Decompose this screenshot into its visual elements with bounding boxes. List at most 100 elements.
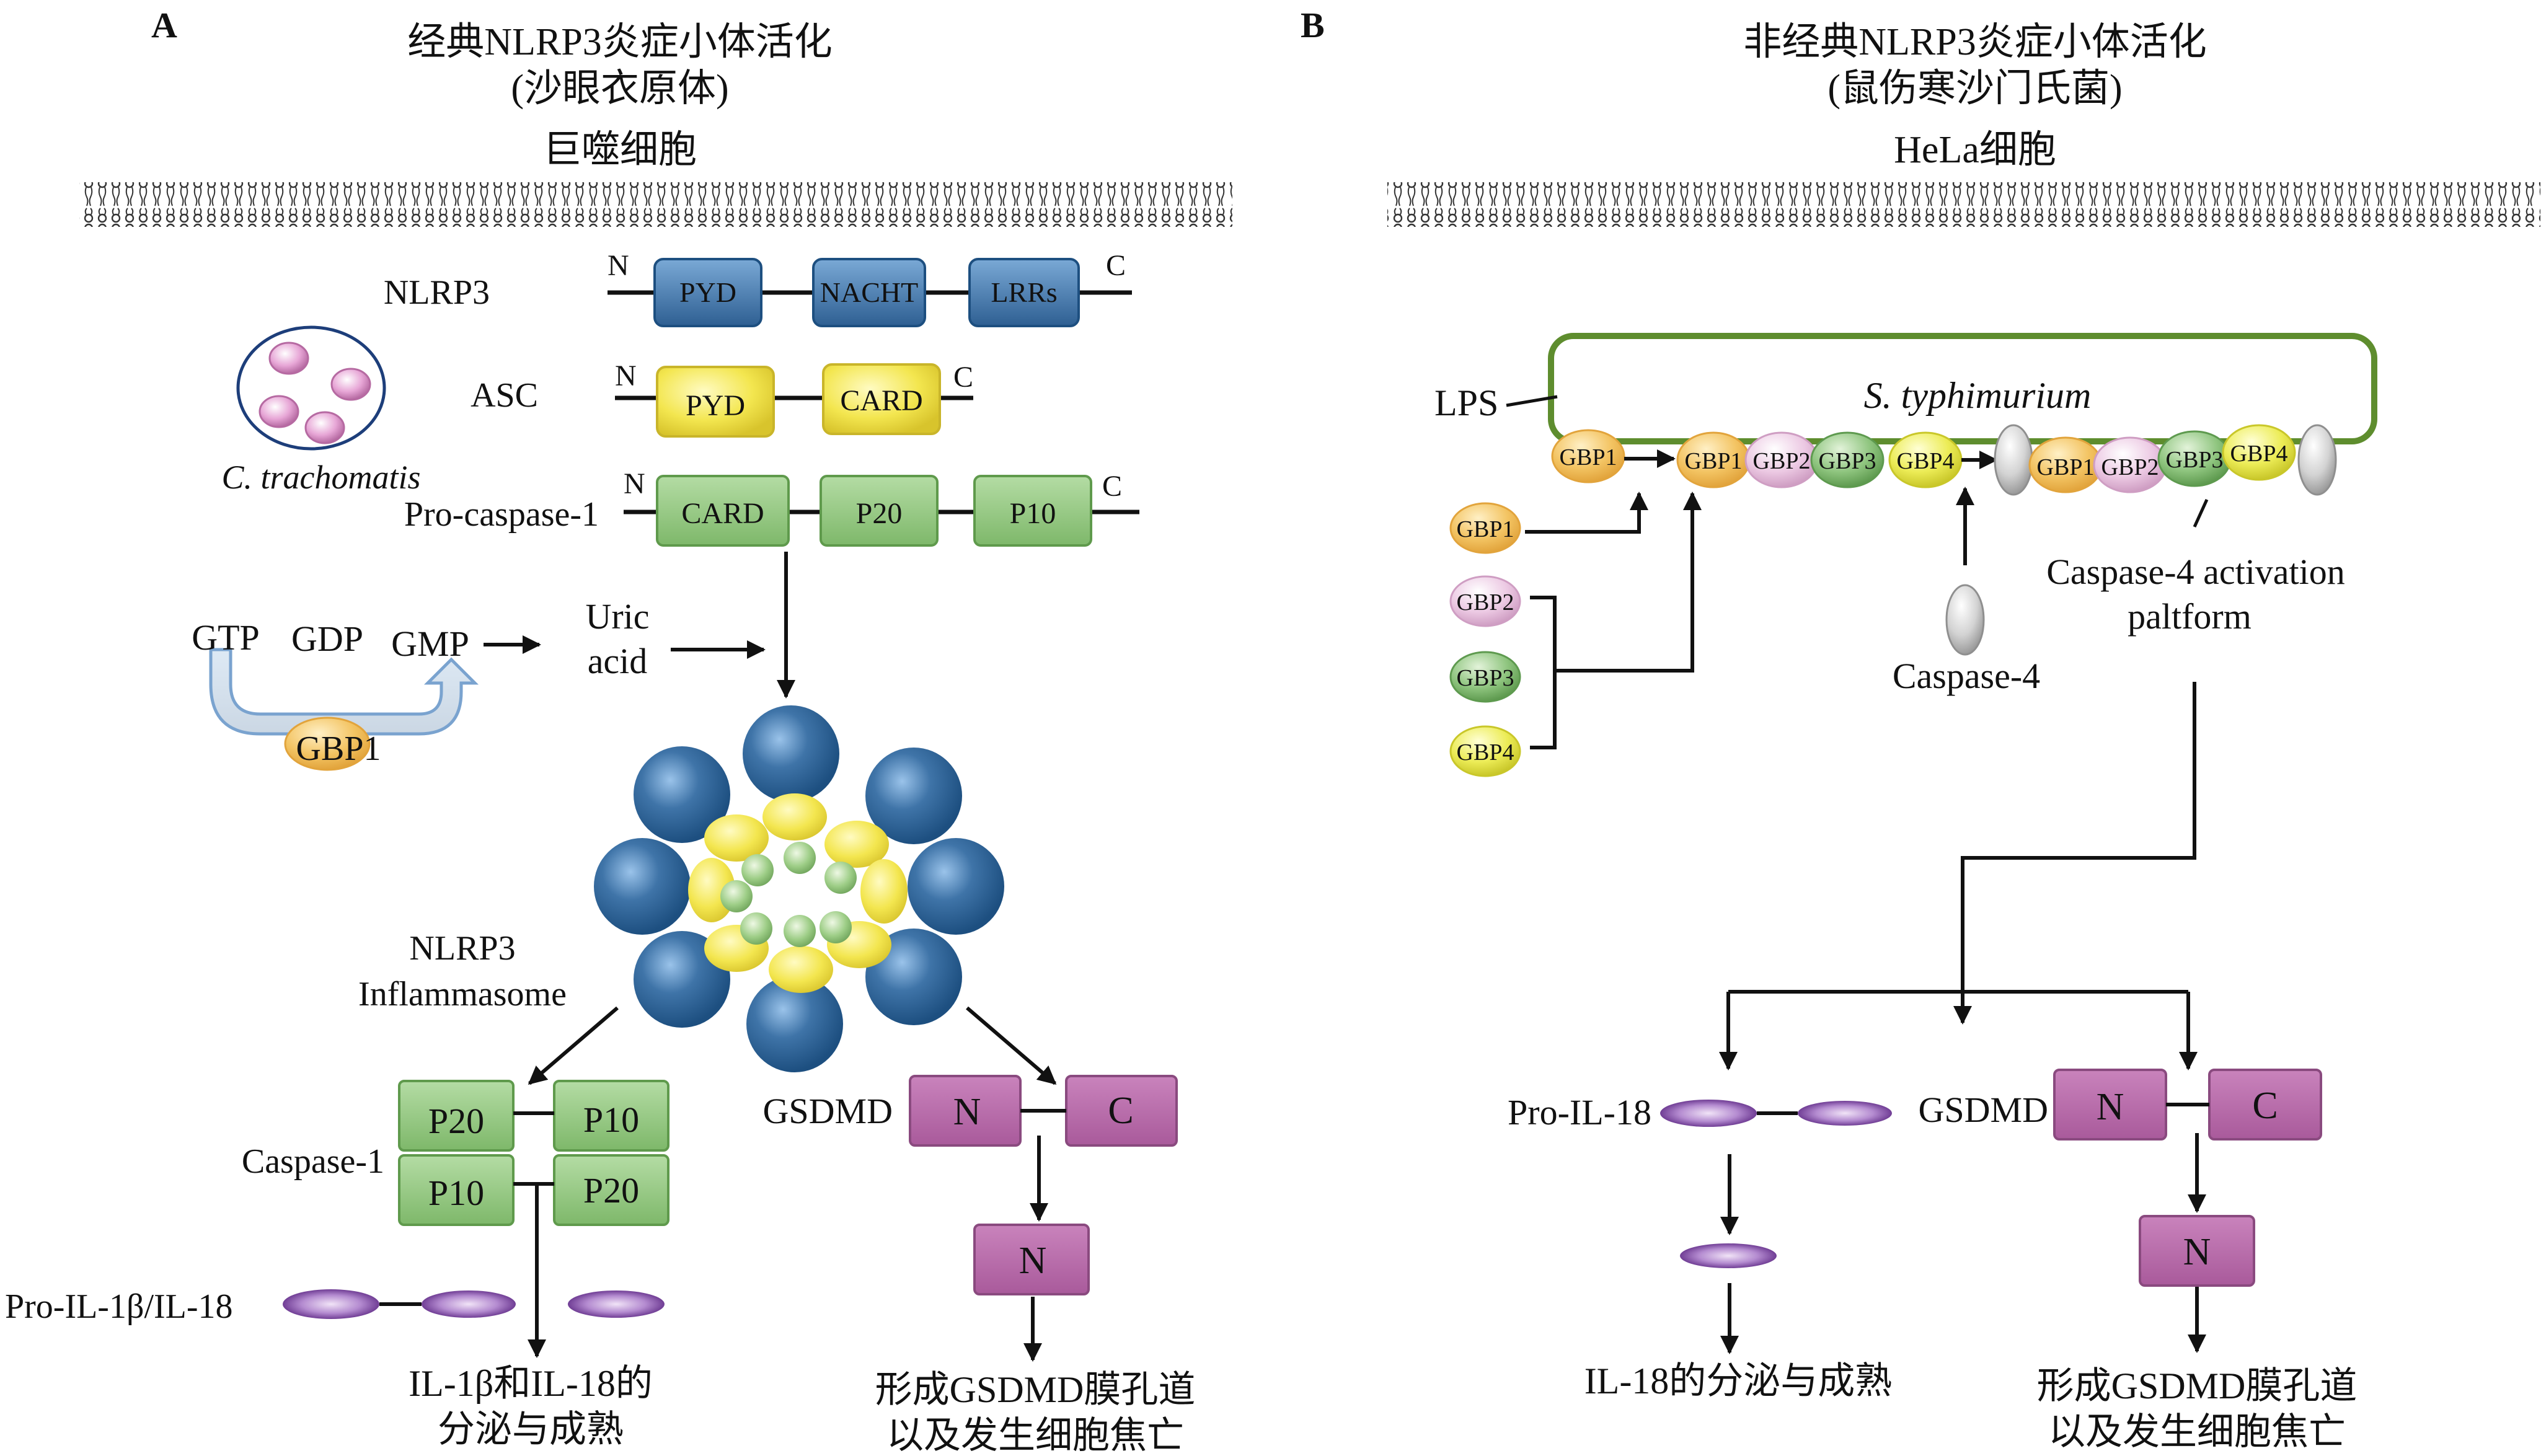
panel-b-title: 非经典NLRP3炎症小体活化 (1743, 21, 2206, 63)
panel-a-title: 经典NLRP3炎症小体活化 (407, 21, 832, 63)
pyroptosis-outcome-a-1: 形成GSDMD膜孔道 (875, 1369, 1196, 1410)
gsdmd-n-fragment-b (2139, 1215, 2255, 1287)
salmonella-bacterium (1548, 333, 2377, 444)
uric-acid-label-2: acid (588, 641, 648, 681)
inflammasome-label-1: NLRP3 (409, 929, 515, 968)
gbp2-coat-label: GBP2 (1753, 448, 1811, 474)
caspase-4-bound-2 (2297, 424, 2337, 496)
gbp4-free (1449, 725, 1521, 777)
nlrp3-subunit (865, 929, 962, 1025)
chlamydia-inclusion: C. trachomatis (221, 325, 421, 496)
bacterium-label: S. typhimurium (1864, 375, 2092, 416)
pro-caspase-1-card-label: CARD (681, 497, 764, 530)
nlrp3-subunit (594, 838, 691, 935)
pro-caspase-1-p20-label: P20 (856, 497, 903, 530)
il-18-outcome: IL-18的分泌与成熟 (1584, 1361, 1893, 1401)
caspase-subunit (741, 854, 774, 886)
caspase-subunit (720, 880, 753, 912)
caspase-subunit (820, 911, 852, 943)
pyroptosis-outcome-b-1: 形成GSDMD膜孔道 (2037, 1366, 2358, 1406)
gsdmd-n-fragment-a (973, 1224, 1090, 1295)
gbp3-free-label: GBP3 (1457, 665, 1514, 691)
nlrp3-lrrs-label: LRRs (991, 276, 1057, 308)
caspase-subunit (784, 915, 816, 947)
nlrp3-subunit (743, 705, 839, 802)
panel-a: A 经典NLRP3炎症小体活化 (沙眼衣原体) 巨噬细胞 NLRP3 N C P… (5, 5, 1232, 1456)
pro-caspase-1-p10-label: P10 (1010, 497, 1056, 530)
caspase-subunit (784, 842, 816, 874)
nlrp3-subunit (908, 838, 1004, 935)
lps-pointer (1506, 395, 1558, 407)
gbp3-free (1449, 651, 1521, 703)
gsdmd-n-label-b: N (2097, 1086, 2124, 1128)
gbp1-bound (1551, 429, 1625, 483)
caspase-1-label: Caspase-1 (242, 1142, 384, 1181)
nlrp3-protein: NLRP3 N C PYD NACHT LRRs (384, 249, 1132, 327)
asc-label: ASC (471, 376, 538, 415)
pro-caspase-1-n-terminus: N (624, 467, 645, 500)
gsdmd-c-label-b: C (2252, 1085, 2278, 1127)
nlrp3-pyd-domain (653, 258, 762, 327)
asc-n-terminus: N (615, 360, 637, 392)
asc-pyd-domain (656, 366, 775, 438)
asc-pyd-label: PYD (686, 389, 745, 422)
caspase-1-p10-top-label: P10 (583, 1100, 639, 1140)
caspase-1-p20-top-label: P20 (428, 1101, 484, 1141)
asc-card-label: CARD (840, 384, 922, 417)
gdp-label: GDP (291, 619, 363, 659)
mature-il-18 (1680, 1243, 1777, 1268)
gbp1-enzyme-label: GBP1 (296, 730, 381, 768)
gbp1-free (1449, 502, 1521, 554)
gbp1-free-label: GBP1 (1457, 516, 1514, 542)
gbp1-coat-2-label: GBP1 (2037, 454, 2095, 480)
caspase-1-p20-top (398, 1080, 515, 1152)
asc-protein: ASC N C PYD CARD (471, 360, 973, 438)
inflammasome-to-caspase1-arrow (528, 1006, 619, 1085)
pro-il-18-label: Pro-IL-18 (1508, 1092, 1651, 1132)
pro-caspase-1-p10-domain (973, 475, 1092, 547)
caspase-4-label: Caspase-4 (1893, 656, 2040, 696)
panel-a-cell-type: 巨噬细胞 (543, 129, 697, 171)
gsdmd-label-b: GSDMD (1919, 1090, 2049, 1130)
pro-caspase-1-p20-domain (820, 475, 939, 547)
chlamydia-body (259, 395, 299, 428)
caspase-1-p20-bottom-label: P20 (583, 1170, 639, 1211)
lps-label: LPS (1434, 382, 1498, 423)
panel-b-subtitle: (鼠伤寒沙门氏菌) (1827, 68, 2122, 110)
pro-caspase-1-c-terminus: C (1102, 470, 1122, 503)
panel-a-subtitle: (沙眼衣原体) (511, 68, 728, 110)
gbp4-free-label: GBP4 (1457, 739, 1514, 766)
gsdmd-c-label-a: C (1108, 1090, 1133, 1132)
platform-label-1: Caspase-4 activation (2046, 552, 2345, 592)
pathogen-label: C. trachomatis (221, 459, 420, 496)
panel-b: B 非经典NLRP3炎症小体活化 (鼠伤寒沙门氏菌) HeLa细胞 S. typ… (1301, 5, 2540, 1452)
nlrp3-subunit (634, 746, 730, 843)
asc-subunit (688, 858, 735, 922)
caspase-1-tetramer: Caspase-1 P20 P10 P10 P20 (242, 1080, 669, 1226)
platform-pointer (2193, 498, 2209, 528)
asc-subunit (769, 946, 833, 993)
asc-c-terminus: C (953, 361, 973, 394)
gsdmd-n-fragment-label-b: N (2183, 1231, 2211, 1273)
gbp1-enzyme (284, 717, 371, 771)
asc-subunit (824, 821, 889, 868)
pro-il-1b-il-18: Pro-IL-1β/IL-18 (5, 1287, 665, 1326)
gmp-label: GMP (391, 624, 469, 664)
platform-label-2: paltform (2128, 596, 2252, 637)
nlrp3-n-terminus: N (608, 249, 629, 282)
gsdmd-n-label-a: N (953, 1091, 981, 1133)
il-secretion-outcome-2: 分泌与成熟 (438, 1409, 624, 1450)
gbp234-bracket (1530, 493, 1692, 749)
cell-membrane-b (1387, 182, 2540, 227)
gbp1-hydrolysis-arrow (209, 648, 479, 736)
nlrp3-subunit (865, 748, 962, 844)
gbp1-recruitment-arrow (1525, 492, 1648, 534)
chlamydia-body (330, 368, 371, 401)
pyroptosis-outcome-a-2: 以及发生细胞焦亡 (886, 1415, 1184, 1456)
pro-caspase-1-protein: Pro-caspase-1 N C CARD P20 P10 (404, 467, 1139, 547)
gbp4-coat-label: GBP4 (1897, 448, 1955, 474)
panel-a-letter: A (151, 5, 177, 45)
asc-subunit (762, 793, 827, 841)
il-secretion-outcome-1: IL-1β和IL-18的 (409, 1363, 653, 1404)
gbp-coat-left: GBP1 GBP1 GBP2 GBP3 GBP4 (1551, 424, 2033, 496)
